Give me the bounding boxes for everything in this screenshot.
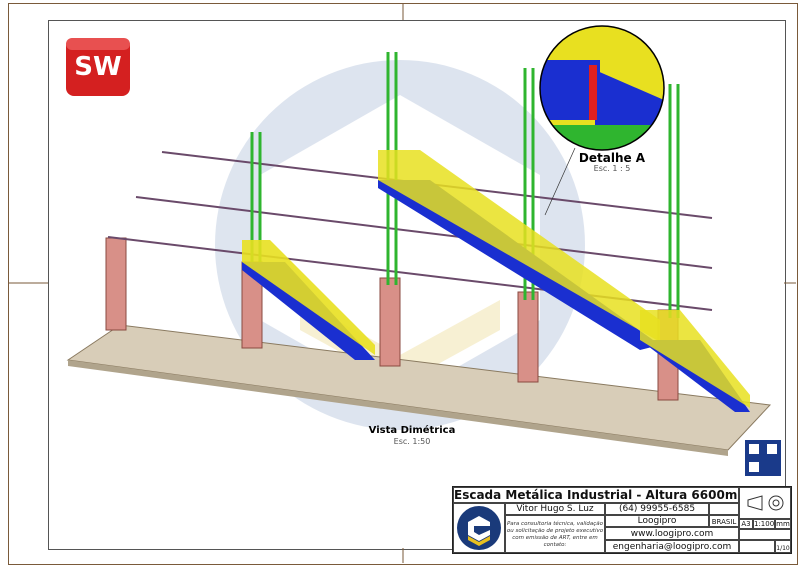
detail-scale: Esc. 1 : 5 bbox=[593, 164, 631, 173]
projection-symbol bbox=[739, 487, 791, 519]
unit-cell: mm bbox=[775, 519, 791, 529]
logo-text: SW bbox=[74, 52, 122, 82]
empty-cell bbox=[739, 529, 791, 540]
sheet-size: A3 bbox=[741, 520, 751, 528]
phone: (64) 99955-6585 bbox=[618, 504, 696, 514]
notes-cell: Para consultoria técnica, validação ou s… bbox=[505, 515, 605, 553]
notes: Para consultoria técnica, validação ou s… bbox=[506, 521, 604, 548]
stair-flights bbox=[242, 150, 750, 412]
website[interactable]: www.loogipro.com bbox=[630, 529, 714, 539]
sheet-cell: 1/10 bbox=[775, 540, 791, 553]
company-logo bbox=[453, 503, 505, 553]
phone-cell: (64) 99955-6585 bbox=[605, 503, 709, 515]
unit: mm bbox=[776, 520, 790, 528]
country-cell: BRASIL bbox=[709, 515, 739, 527]
solidworks-logo bbox=[66, 38, 130, 96]
main-view-scale: Esc. 1:50 bbox=[393, 437, 431, 446]
empty-cell bbox=[709, 503, 739, 515]
social: Loogipro bbox=[637, 516, 677, 526]
size-cell: A3 bbox=[739, 519, 753, 529]
empty-cell bbox=[739, 540, 775, 553]
email-cell: engenharia@loogipro.com bbox=[605, 540, 739, 553]
sheet-number: 1/10 bbox=[776, 545, 790, 552]
scale-cell: 1:100 bbox=[753, 519, 775, 529]
designer-cell: Vitor Hugo S. Luz bbox=[505, 503, 605, 515]
scale: 1:100 bbox=[754, 520, 775, 528]
detail-title: Detalhe A bbox=[578, 151, 646, 165]
qr-code bbox=[745, 440, 781, 476]
title-cell: Escada Metálica Industrial - Altura 6600… bbox=[453, 487, 739, 503]
designer: Vitor Hugo S. Luz bbox=[516, 504, 594, 514]
email[interactable]: engenharia@loogipro.com bbox=[612, 542, 732, 552]
drawing-title: Escada Metálica Industrial - Altura 6600… bbox=[454, 488, 739, 502]
title-block: Escada Metálica Industrial - Altura 6600… bbox=[452, 486, 792, 554]
drawing-border bbox=[48, 20, 786, 550]
country: BRASIL bbox=[711, 518, 737, 526]
main-view-title: Vista Dimétrica bbox=[368, 425, 456, 436]
website-cell: www.loogipro.com bbox=[605, 527, 739, 540]
social-cell: Loogipro bbox=[605, 515, 709, 527]
